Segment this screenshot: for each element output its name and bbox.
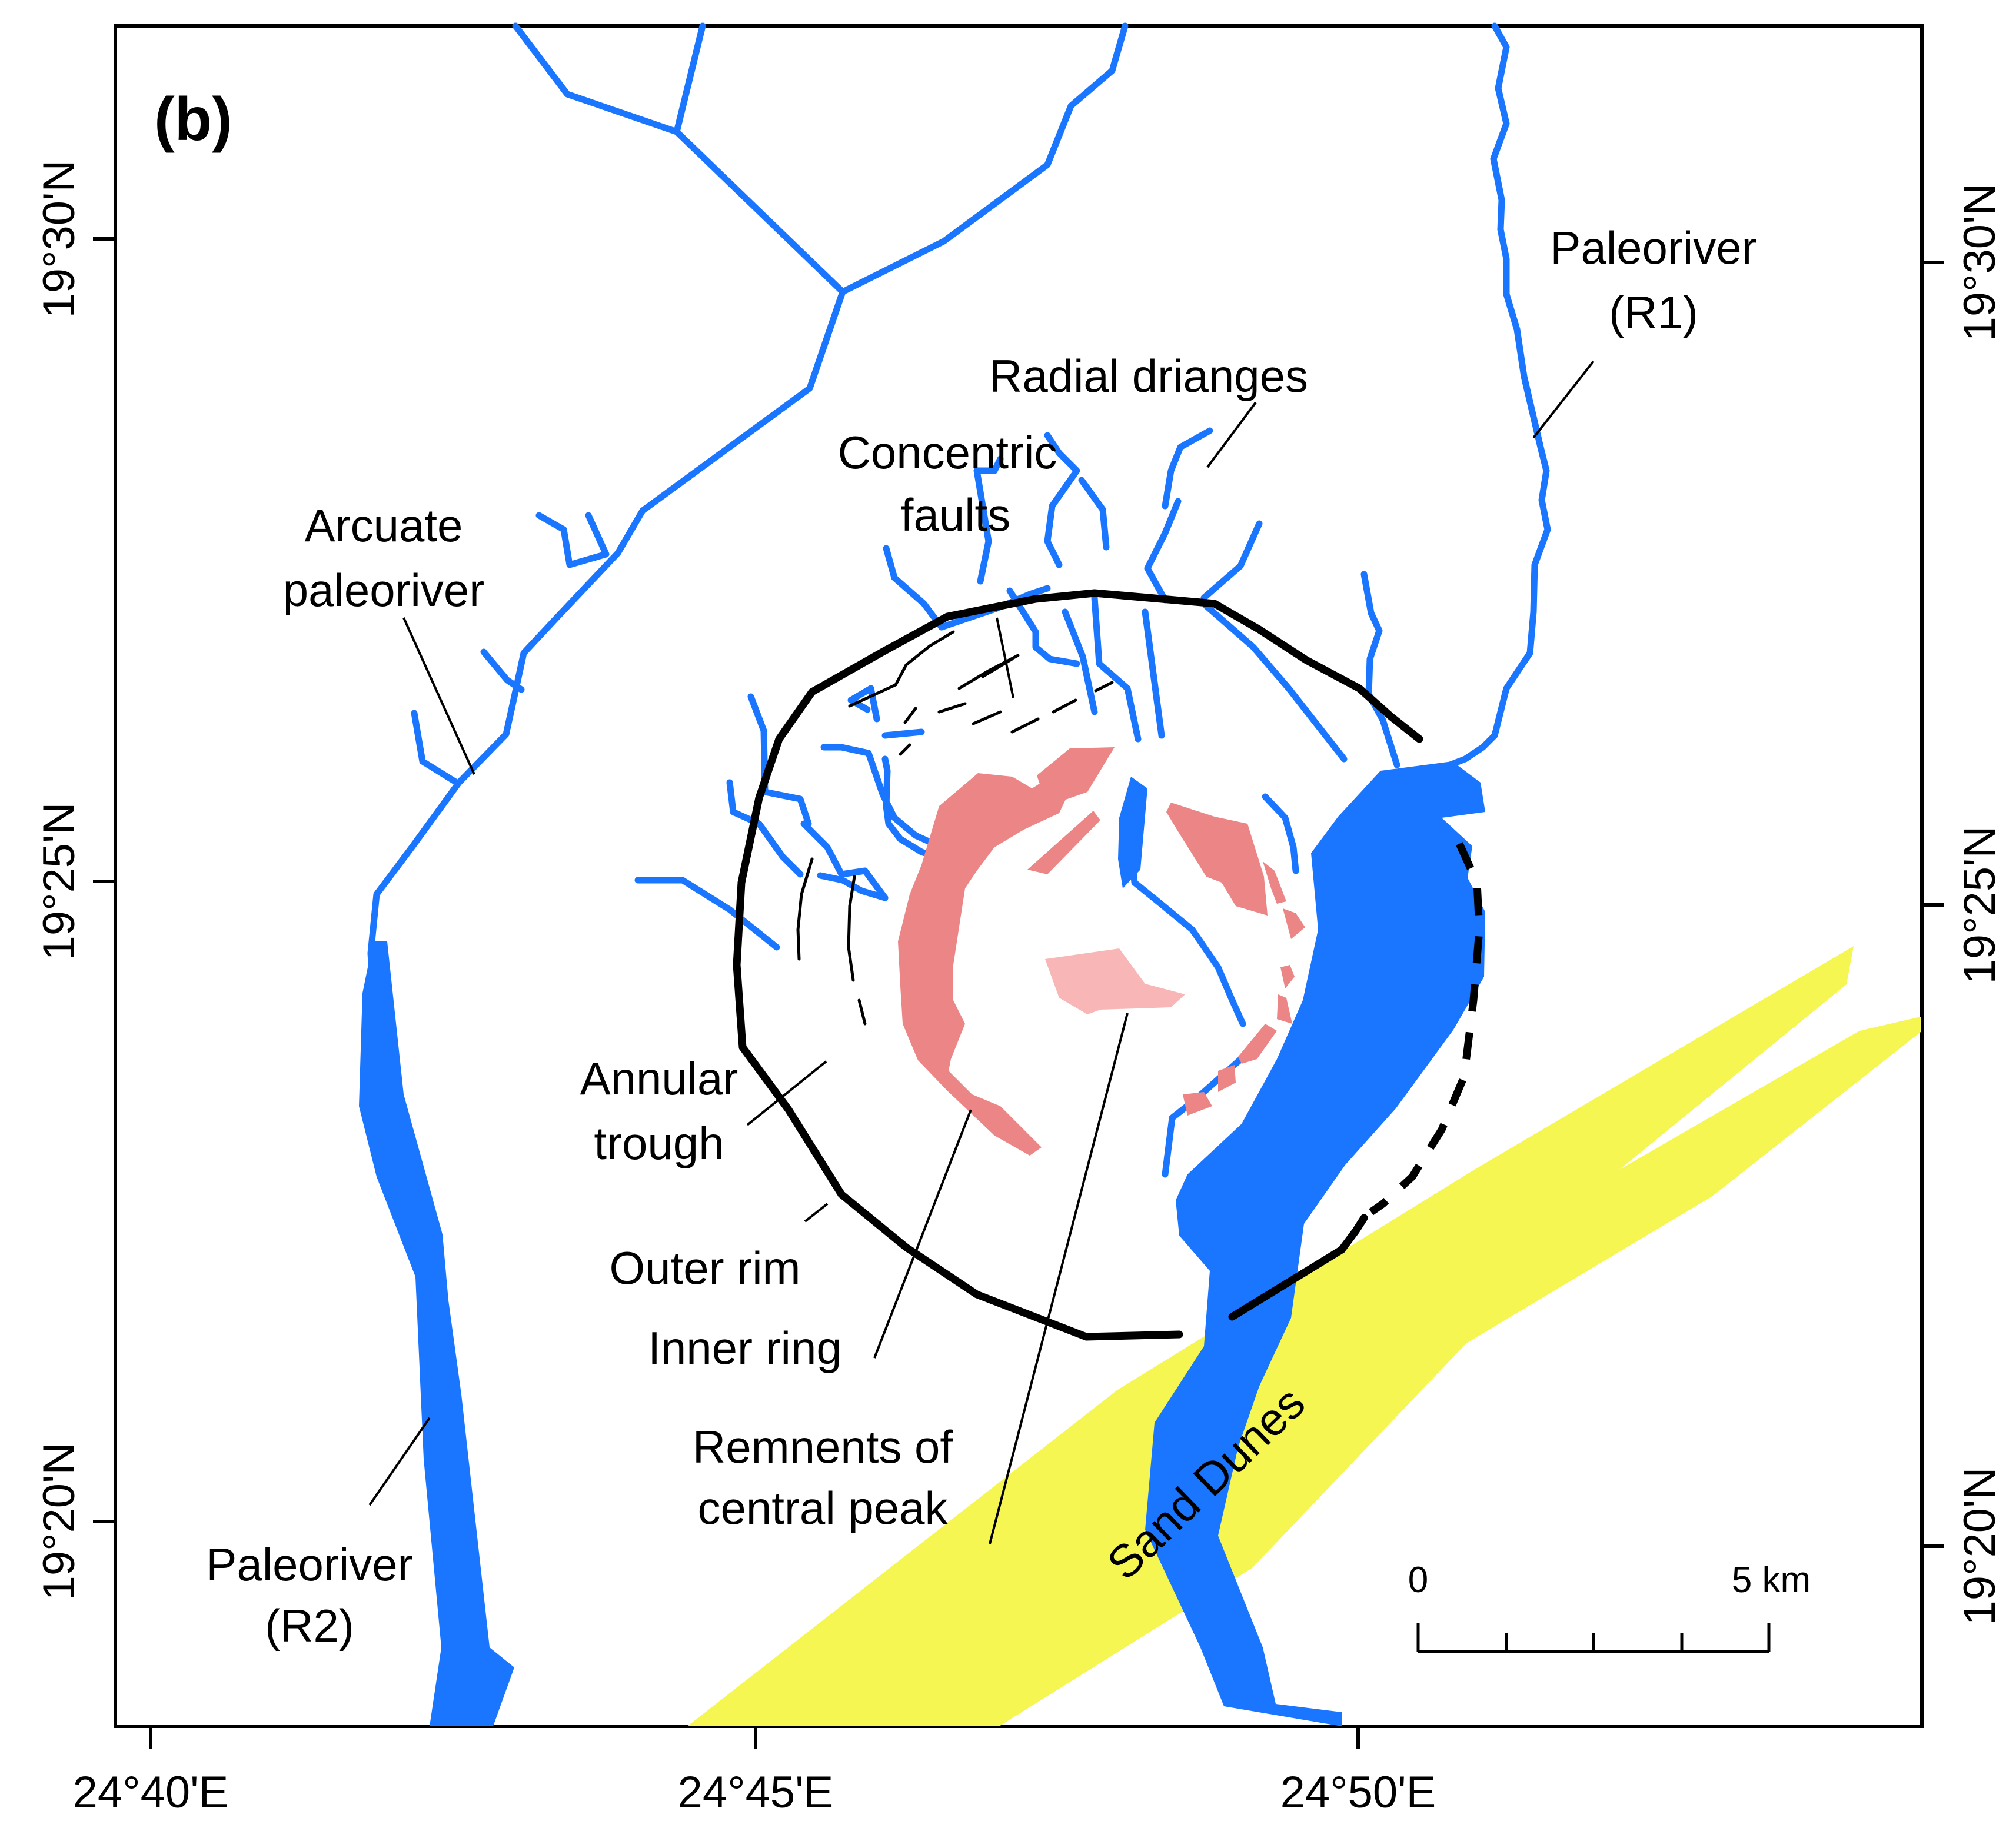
- paleoriver-r2-label-line2: (R2): [265, 1600, 354, 1652]
- map-frame: [114, 24, 1924, 1728]
- sand-dunes: [687, 946, 1921, 1726]
- lat-left-label-3: 19°20'N: [34, 1443, 84, 1601]
- panel-label: (b): [154, 85, 232, 154]
- concentric-faults: [796, 630, 1114, 1026]
- lat-right-label-2: 19°25'N: [1955, 826, 2005, 984]
- lon-label-3: 24°50'E: [1280, 1767, 1436, 1817]
- paleoriver-r1-label-line2: (R1): [1609, 287, 1698, 338]
- central-peak-label-line1: Remnents of: [693, 1421, 953, 1473]
- annular-trough-label-line1: Annular: [580, 1053, 738, 1104]
- arcuate-paleoriver-label-line1: Arcuate: [305, 500, 463, 551]
- lat-right-label-1: 19°30'N: [1955, 184, 2005, 342]
- paleoriver-r1-channel: [1145, 761, 1485, 1726]
- central-peak-label-line2: central peak: [698, 1482, 949, 1534]
- lon-label-1: 24°40'E: [73, 1767, 229, 1817]
- inner-ring-label: Inner ring: [648, 1322, 842, 1374]
- outer-rim-inferred: [1369, 842, 1483, 1216]
- scale-end-label: 5 km: [1732, 1560, 1811, 1600]
- central-peak-remnant: [1045, 948, 1185, 1014]
- lon-label-2: 24°45'E: [678, 1767, 834, 1817]
- paleoriver-r1-label-line1: Paleoriver: [1550, 222, 1756, 274]
- annular-trough-label-line2: trough: [594, 1117, 724, 1169]
- lat-left-label-2: 19°25'N: [34, 803, 84, 961]
- outer-rim-label: Outer rim: [609, 1242, 800, 1294]
- radial-drainages-label: Radial drianges: [989, 350, 1308, 402]
- concentric-faults-label-line1: Concentric: [838, 427, 1057, 478]
- central-channel: [1118, 777, 1147, 888]
- outer-rim: [733, 589, 1423, 1341]
- paleoriver-r2-label-line1: Paleoriver: [206, 1539, 412, 1590]
- lat-right-label-3: 19°20'N: [1955, 1467, 2005, 1626]
- axis-ticks: [93, 237, 1944, 1749]
- scale-bar: [1416, 1623, 1771, 1653]
- arcuate-paleoriver-label-line2: paleoriver: [283, 564, 485, 616]
- leader-lines: [368, 360, 1595, 1544]
- concentric-faults-label-line2: faults: [901, 489, 1010, 541]
- lat-left-label-1: 19°30'N: [34, 160, 84, 318]
- inner-ring: [898, 747, 1305, 1156]
- paleoriver-r2: [359, 941, 514, 1726]
- scale-start-label: 0: [1408, 1560, 1428, 1600]
